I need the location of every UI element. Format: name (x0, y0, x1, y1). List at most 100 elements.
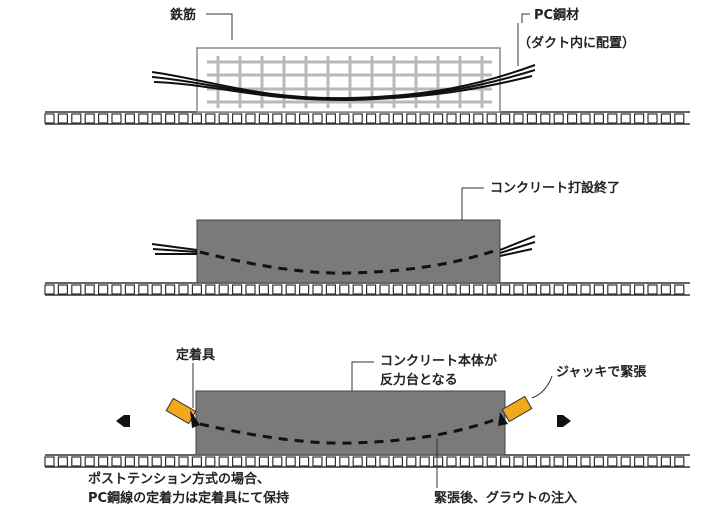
track-tie (392, 113, 403, 124)
track-tie (366, 284, 377, 295)
track-tie (593, 113, 605, 124)
track-tie (325, 284, 336, 295)
track-tie (366, 113, 377, 124)
grout-label: 緊張後、グラウトの注入 (434, 490, 577, 506)
reaction-line1: コンクリート本体が (380, 353, 497, 369)
track-tie (647, 113, 658, 124)
track-tie (232, 113, 243, 124)
track-tie (258, 113, 269, 124)
track-tie (473, 113, 484, 124)
track-tie (633, 113, 645, 124)
track-tie (138, 456, 149, 467)
track-tie (57, 113, 69, 124)
arrow-left-icon (116, 415, 130, 427)
track-tie (379, 456, 390, 467)
track-tie (352, 456, 363, 467)
track-tie (111, 456, 122, 467)
pc-label-line1: PC鋼材 (534, 7, 579, 23)
track-tie (352, 284, 363, 295)
track-tie (566, 284, 578, 295)
track-tie (57, 284, 69, 295)
track-tie (674, 284, 685, 295)
track-bed (44, 111, 690, 125)
track-tie (566, 456, 578, 467)
track-tie (379, 113, 390, 124)
track-tie (459, 284, 470, 295)
track-tie (607, 113, 618, 124)
track-tie (97, 113, 109, 124)
track-tie (111, 284, 122, 295)
track-tie (165, 113, 176, 124)
track-tie (540, 456, 551, 467)
note-line2: PC鋼線の定着力は定着具にて保持 (88, 490, 289, 506)
track-tie (580, 456, 591, 467)
track-tie (352, 113, 363, 124)
track-tie (620, 113, 631, 124)
casting-beds (44, 111, 690, 468)
anchor-icon (190, 410, 200, 428)
track-tie (419, 113, 430, 124)
track-tie (165, 284, 176, 295)
track-tie (419, 456, 430, 467)
track-tie (325, 456, 336, 467)
pc-label-line2: （ダクト内に配置） (518, 35, 635, 51)
track-tie (191, 284, 202, 295)
track-tie (44, 284, 55, 295)
track-tie (71, 113, 82, 124)
track-tie (607, 284, 618, 295)
track-tie (178, 284, 189, 295)
track-tie (486, 113, 497, 124)
track-tie (446, 113, 457, 124)
track-tie (299, 284, 310, 295)
anchor-icon (498, 412, 508, 426)
track-tie (500, 456, 511, 467)
track-tie (540, 284, 551, 295)
track-tie (272, 113, 283, 124)
stage-3-tensioning: 定着具 コンクリート本体が 反力台となる ジャッキで緊張 ポストテンション方式の… (88, 347, 647, 506)
track-tie (111, 113, 122, 124)
track-tie (165, 456, 176, 467)
track-tie (205, 284, 216, 295)
track-tie (285, 456, 296, 467)
track-tie (620, 284, 631, 295)
track-tie (71, 456, 82, 467)
track-tie (392, 284, 403, 295)
jack-label: ジャッキで緊張 (556, 364, 647, 380)
track-tie (57, 456, 69, 467)
track-tie (285, 284, 296, 295)
track-tie (84, 284, 95, 295)
rebar-label: 鉄筋 (170, 7, 196, 23)
track-tie (245, 456, 256, 467)
track-tie (299, 456, 310, 467)
track-tie (433, 284, 444, 295)
track-tie (433, 113, 444, 124)
jack-icon (501, 395, 533, 423)
track-tie (593, 284, 605, 295)
rebar-leader (206, 13, 233, 40)
track-tie (674, 113, 685, 124)
track-tie (660, 456, 672, 467)
track-tie (366, 456, 377, 467)
track-tie (513, 284, 524, 295)
track-tie (245, 113, 256, 124)
track-tie (647, 284, 658, 295)
track-tie (325, 113, 336, 124)
track-tie (620, 456, 631, 467)
track-tie (191, 456, 202, 467)
track-tie (339, 284, 350, 295)
track-tie (392, 456, 403, 467)
reaction-line2: 反力台となる (380, 372, 458, 388)
track-tie (285, 113, 296, 124)
track-tie (272, 284, 283, 295)
track-tie (459, 456, 470, 467)
concrete-leader (461, 187, 484, 220)
track-tie (660, 284, 672, 295)
track-tie (151, 284, 162, 295)
track-tie (674, 456, 685, 467)
track-tie (97, 456, 109, 467)
track-tie (406, 113, 417, 124)
track-tie (433, 456, 444, 467)
track-tie (500, 284, 511, 295)
track-tie (660, 113, 672, 124)
